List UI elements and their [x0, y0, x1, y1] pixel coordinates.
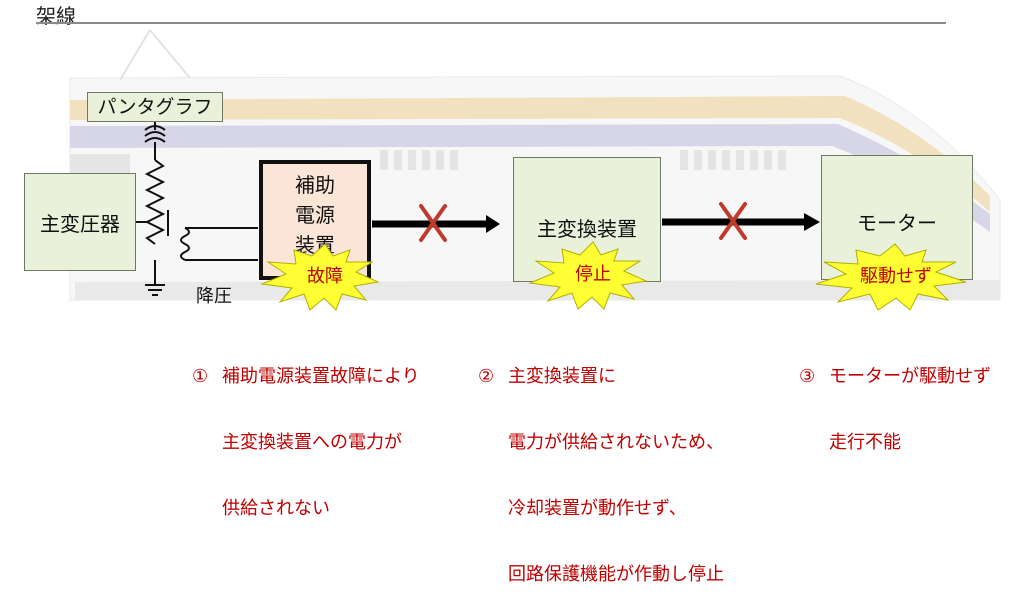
note-number: ③ [799, 366, 816, 387]
note-text: 補助電源装置故障により [222, 366, 420, 387]
aux-power-label-line: 補助 [295, 173, 335, 197]
note-3: ③ モーターが駆動せず 走行不能 [799, 322, 991, 476]
motor-label: モーター [857, 211, 937, 235]
note-text: 供給されない [222, 498, 330, 519]
fault-label: 故障 [307, 266, 343, 287]
stop-burst-icon [528, 241, 648, 310]
note-text: 主変換装置への電力が [222, 432, 402, 453]
stop-label: 停止 [575, 264, 611, 285]
pantograph-label: パンタグラフ [87, 92, 223, 122]
converter-label: 主変換装置 [537, 217, 637, 241]
burst-layer [260, 241, 967, 311]
fault-burst-icon [260, 243, 380, 311]
cross-icon [719, 202, 747, 240]
no-drive-label: 駆動せず [860, 266, 932, 287]
title-rule [36, 22, 946, 24]
note-text: 電力が供給されないため、 [508, 432, 724, 453]
note-text: モーターが駆動せず [829, 366, 991, 387]
no-drive-burst-icon [815, 243, 967, 311]
cross-icon [419, 204, 447, 242]
step-down-label: 降圧 [196, 286, 232, 307]
note-text: 主変換装置に [508, 366, 616, 387]
note-text: 冷却装置が動作せず、 [508, 498, 687, 519]
main-transformer-box: 主変圧器 [24, 173, 136, 271]
note-1: ① 補助電源装置故障により 主変換装置への電力が 供給されない [192, 322, 420, 542]
note-text: 走行不能 [829, 432, 901, 453]
pantograph-symbol [144, 120, 258, 296]
aux-power-label-line: 電源 [295, 203, 335, 227]
note-number: ① [192, 366, 209, 387]
page-title: 架線 [36, 4, 76, 28]
aux-power-device-box: 補助 電源 装置 [259, 160, 371, 280]
main-transformer-label: 主変圧器 [40, 211, 120, 236]
note-text: 回路保護機能が作動し停止 [508, 564, 724, 585]
note-number: ② [478, 366, 495, 387]
note-2: ② 主変換装置に 電力が供給されないため、 冷却装置が動作せず、 回路保護機能が作… [478, 322, 724, 608]
